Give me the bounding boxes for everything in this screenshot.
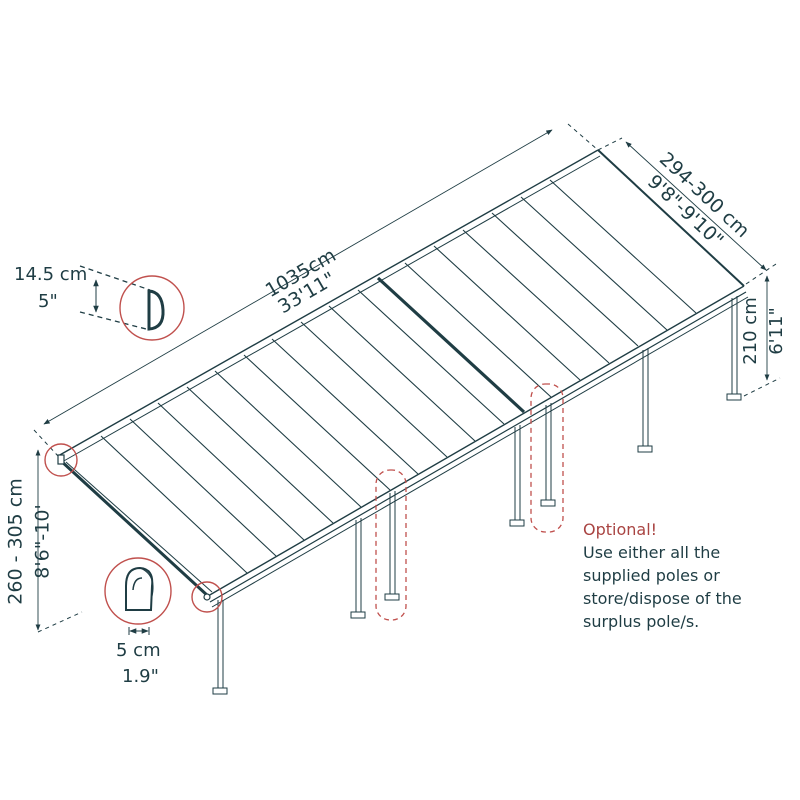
optional-note-title: Optional! [583, 520, 658, 539]
pole [637, 348, 653, 453]
width-dimension [597, 137, 777, 285]
pole [726, 296, 742, 401]
low-height-metric: 210 cm [740, 297, 761, 365]
pole [350, 518, 366, 619]
high-height-imperial: 8'6"-10' [31, 504, 54, 579]
low-height-dimension [743, 275, 781, 397]
gutter-profile-imperial: 5" [38, 291, 58, 312]
optional-note-line: Use either all the [583, 543, 721, 562]
pole-optional [384, 491, 400, 601]
roof-panels [100, 179, 697, 574]
poles [212, 296, 742, 695]
high-height-metric: 260 - 305 cm [4, 478, 27, 605]
optional-pole-highlights [375, 383, 564, 621]
length-dimension [33, 123, 599, 457]
pole-profile-imperial: 1.9" [122, 666, 159, 687]
high-height-dimension [35, 449, 83, 633]
gutter-profile-d-icon [79, 265, 185, 341]
optional-note-line: store/dispose of the [583, 589, 742, 608]
corner-highlight-bottom [191, 581, 223, 613]
pole-optional [540, 403, 556, 507]
optional-note-line: surplus pole/s. [583, 612, 700, 631]
corner-highlight-top [44, 443, 78, 477]
optional-note: Optional! Use either all the supplied po… [583, 518, 742, 633]
pole-corner [212, 600, 228, 695]
pole [509, 425, 525, 527]
pole-profile-icon [104, 557, 172, 635]
pole-profile-metric: 5 cm [116, 640, 161, 661]
low-height-imperial: 6'11" [766, 307, 787, 355]
optional-note-line: supplied poles or [583, 566, 720, 585]
gutter-profile-metric: 14.5 cm [14, 264, 88, 285]
